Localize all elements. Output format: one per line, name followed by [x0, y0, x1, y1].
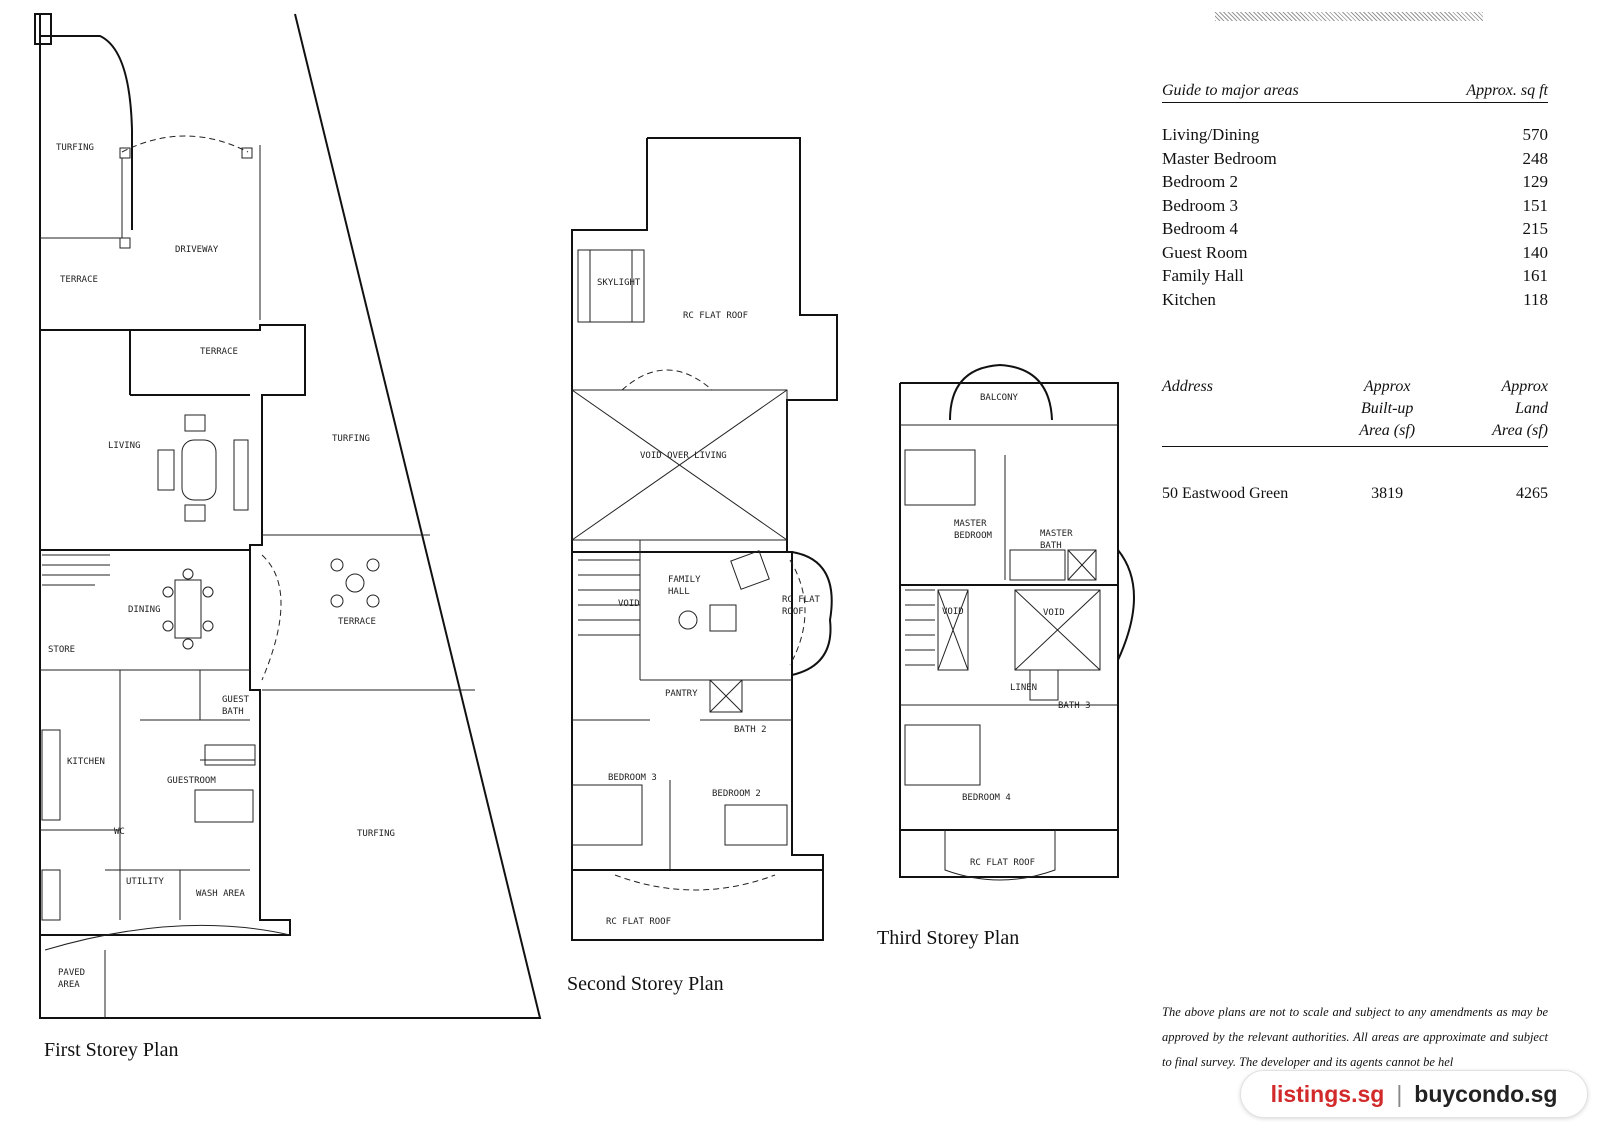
- room-bedroom2: BEDROOM 2: [712, 789, 761, 799]
- guide-row-name: Master Bedroom: [1162, 148, 1277, 168]
- address-header: Address Approx Built-up Area (sf) Approx…: [1162, 376, 1548, 447]
- guide-row-value: 570: [1522, 125, 1549, 144]
- address-row: 50 Eastwood Green 3819 4265: [1162, 485, 1548, 503]
- room-bath2: BATH 2: [734, 725, 767, 735]
- room-terrace-right: TERRACE: [338, 617, 376, 627]
- guide-row: Master Bedroom 248: [1162, 147, 1548, 171]
- guide-row-value: 248: [1522, 148, 1549, 168]
- address-table: Address Approx Built-up Area (sf) Approx…: [1162, 376, 1548, 503]
- room-turfing-top: TURFING: [56, 143, 94, 153]
- header-builtup: Approx Built-up Area (sf): [1359, 378, 1416, 439]
- room-dining: DINING: [128, 605, 161, 615]
- first-storey-title: First Storey Plan: [44, 1039, 178, 1061]
- room-skylight: SKYLIGHT: [597, 278, 641, 288]
- guide-to-major-areas: Guide to major areas Approx. sq ft Livin…: [1162, 82, 1548, 311]
- room-pantry: PANTRY: [665, 689, 698, 699]
- guide-row-name: Kitchen: [1162, 289, 1216, 309]
- second-storey-title: Second Storey Plan: [567, 973, 724, 995]
- room-wc: WC: [114, 827, 125, 837]
- guide-row-name: Bedroom 2: [1162, 172, 1239, 191]
- guide-row-value: 140: [1522, 242, 1549, 262]
- guide-row-name: Family Hall: [1162, 266, 1244, 285]
- header-hatch-bar: [1215, 12, 1483, 21]
- room-balcony: BALCONY: [980, 393, 1019, 403]
- guide-header-left: Guide to major areas: [1162, 82, 1299, 99]
- room-void: VOID: [618, 599, 640, 609]
- guide-row: Family Hall 161: [1162, 264, 1548, 288]
- room-void-over-living: VOID OVER LIVING: [640, 451, 727, 461]
- room-terrace-mid: TERRACE: [200, 347, 238, 357]
- room-linen: LINEN: [1010, 683, 1037, 693]
- room-rc-flat-roof-third: RC FLAT ROOF: [970, 858, 1035, 868]
- disclaimer-note: The above plans are not to scale and sub…: [1162, 1005, 1548, 1069]
- room-kitchen: KITCHEN: [67, 757, 105, 767]
- guide-row-name: Bedroom 4: [1162, 219, 1239, 238]
- watermark-separator: |: [1396, 1080, 1403, 1107]
- third-storey-title: Third Storey Plan: [877, 927, 1019, 949]
- guide-row-value: 161: [1522, 266, 1549, 285]
- room-turfing-bottom: TURFING: [357, 829, 395, 839]
- room-turfing-right: TURFING: [332, 434, 370, 444]
- room-store: STORE: [48, 645, 75, 655]
- room-rc-flat-roof-top: RC FLAT ROOF: [683, 311, 748, 321]
- room-bath3: BATH 3: [1058, 701, 1091, 711]
- guide-row-name: Living/Dining: [1162, 125, 1260, 144]
- guide-row: Bedroom 4 215: [1162, 217, 1548, 241]
- header-land: Approx Land Area (sf): [1492, 378, 1548, 439]
- land-value: 4265: [1516, 485, 1548, 502]
- guide-header: Guide to major areas Approx. sq ft: [1162, 82, 1548, 103]
- builtup-value: 3819: [1371, 485, 1404, 502]
- guide-row-value: 129: [1522, 172, 1549, 191]
- watermark-buycondo[interactable]: buycondo.sg: [1414, 1080, 1558, 1107]
- watermark-listings[interactable]: listings.sg: [1270, 1080, 1385, 1107]
- guide-row: Kitchen 118: [1162, 288, 1548, 312]
- watermark-badge[interactable]: listings.sg | buycondo.sg: [1240, 1070, 1588, 1118]
- room-void-right: VOID: [1043, 608, 1065, 618]
- room-rc-flat-roof-bottom: RC FLAT ROOF: [606, 917, 671, 927]
- room-living: LIVING: [108, 441, 141, 451]
- first-storey-plan: TURFING DRIVEWAY TERRACE TERRACE LIVING …: [34, 13, 542, 1061]
- guide-row-name: Guest Room: [1162, 242, 1248, 262]
- guide-row: Bedroom 3 151: [1162, 194, 1548, 218]
- address-value: 50 Eastwood Green: [1162, 485, 1289, 502]
- guide-row: Bedroom 2 129: [1162, 170, 1548, 194]
- second-storey-plan: SKYLIGHT RC FLAT ROOF VOID OVER LIVING F…: [567, 137, 838, 995]
- room-terrace-left: TERRACE: [60, 275, 98, 285]
- guide-row-name: Bedroom 3: [1162, 195, 1239, 215]
- room-bedroom4: BEDROOM 4: [962, 793, 1011, 803]
- guide-header-right: Approx. sq ft: [1466, 82, 1548, 99]
- room-guestroom: GUESTROOM: [167, 776, 216, 786]
- room-wash-area: WASH AREA: [196, 889, 245, 899]
- room-bedroom3: BEDROOM 3: [608, 773, 657, 783]
- header-address: Address: [1162, 378, 1213, 395]
- room-utility: UTILITY: [126, 877, 165, 887]
- guide-row-value: 151: [1522, 195, 1549, 215]
- guide-row: Living/Dining 570: [1162, 123, 1548, 147]
- guide-row-value: 215: [1522, 219, 1549, 238]
- room-void-left: VOID: [942, 607, 964, 617]
- guide-row: Guest Room 140: [1162, 241, 1548, 265]
- guide-row-value: 118: [1523, 289, 1548, 309]
- room-driveway: DRIVEWAY: [175, 245, 219, 255]
